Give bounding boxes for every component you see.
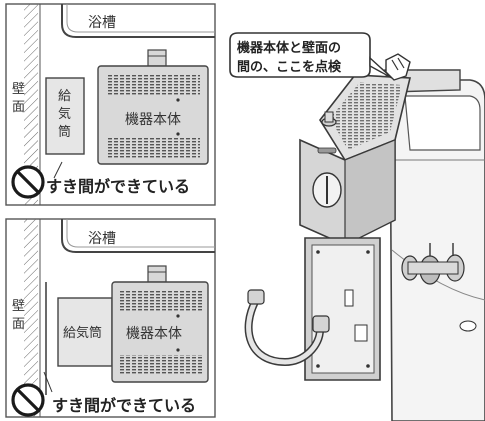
- top-prohibition-icon: [11, 165, 45, 199]
- bottom-prohibition-icon: [11, 383, 45, 417]
- top-vent-pipe: [45, 77, 85, 155]
- bottom-vent-pipe: [57, 297, 113, 367]
- bottom-unit-vent-upper: [118, 290, 202, 312]
- top-bathtub-label: 浴槽: [88, 15, 116, 31]
- bathtub-side-block: [389, 79, 485, 421]
- bottom-unit-label: 機器本体: [126, 326, 182, 342]
- inspection-callout: 機器本体と壁面の 間の、ここを点検: [229, 32, 393, 79]
- top-connector-pipe: [147, 49, 167, 67]
- top-panel-border: [5, 3, 216, 206]
- bathtub-rim: [404, 95, 481, 151]
- top-wall-hatch: [24, 4, 38, 205]
- pointing-hand-icon: [385, 53, 411, 81]
- callout-line-2: 間の、ここを点検: [237, 59, 342, 75]
- bottom-unit-vent-lower: [118, 355, 202, 375]
- top-unit-vent-lower: [106, 138, 200, 158]
- bottom-wall-label-1: 壁: [12, 299, 25, 314]
- bottom-wall-label-2: 面: [12, 317, 25, 332]
- bottom-bathtub-label: 浴槽: [88, 231, 116, 247]
- top-bathtub-shape: [61, 4, 215, 38]
- bottom-bathtub-shape: [61, 219, 215, 253]
- hose-fitting-right: [312, 315, 330, 333]
- bottom-wall-hatch: [24, 219, 38, 417]
- svg-text:給: 給: [58, 89, 71, 104]
- unit-top-vents: [330, 82, 402, 150]
- svg-text:給気筒: 給気筒: [63, 325, 102, 341]
- unit-illustration: 機器本体と壁面の 間の、ここを点検: [229, 32, 485, 421]
- bottom-connector-pipe: [147, 265, 167, 283]
- hose-fitting-left: [247, 289, 265, 305]
- top-unit-label: 機器本体: [125, 112, 181, 128]
- top-gap-caption: すき間ができている: [46, 177, 190, 196]
- bottom-panel-border: [5, 218, 216, 418]
- top-wall-label-2: 面: [12, 100, 25, 115]
- top-wall-label-1: 壁: [12, 82, 25, 97]
- svg-text:気: 気: [58, 106, 71, 122]
- bottom-panel: 浴槽 壁 面 給気筒 機器本体 すき間ができている: [5, 218, 216, 418]
- bottom-gap-caption: すき間ができている: [52, 396, 196, 415]
- pipe-fittings: [401, 243, 465, 285]
- top-panel: 浴槽 壁 面 給 気 筒 機器本体 すき間ができている: [5, 3, 216, 206]
- top-unit-vent-upper: [106, 74, 200, 96]
- callout-line-1: 機器本体と壁面の: [237, 40, 341, 56]
- unit-front-cover: [311, 244, 375, 374]
- svg-text:筒: 筒: [58, 124, 71, 140]
